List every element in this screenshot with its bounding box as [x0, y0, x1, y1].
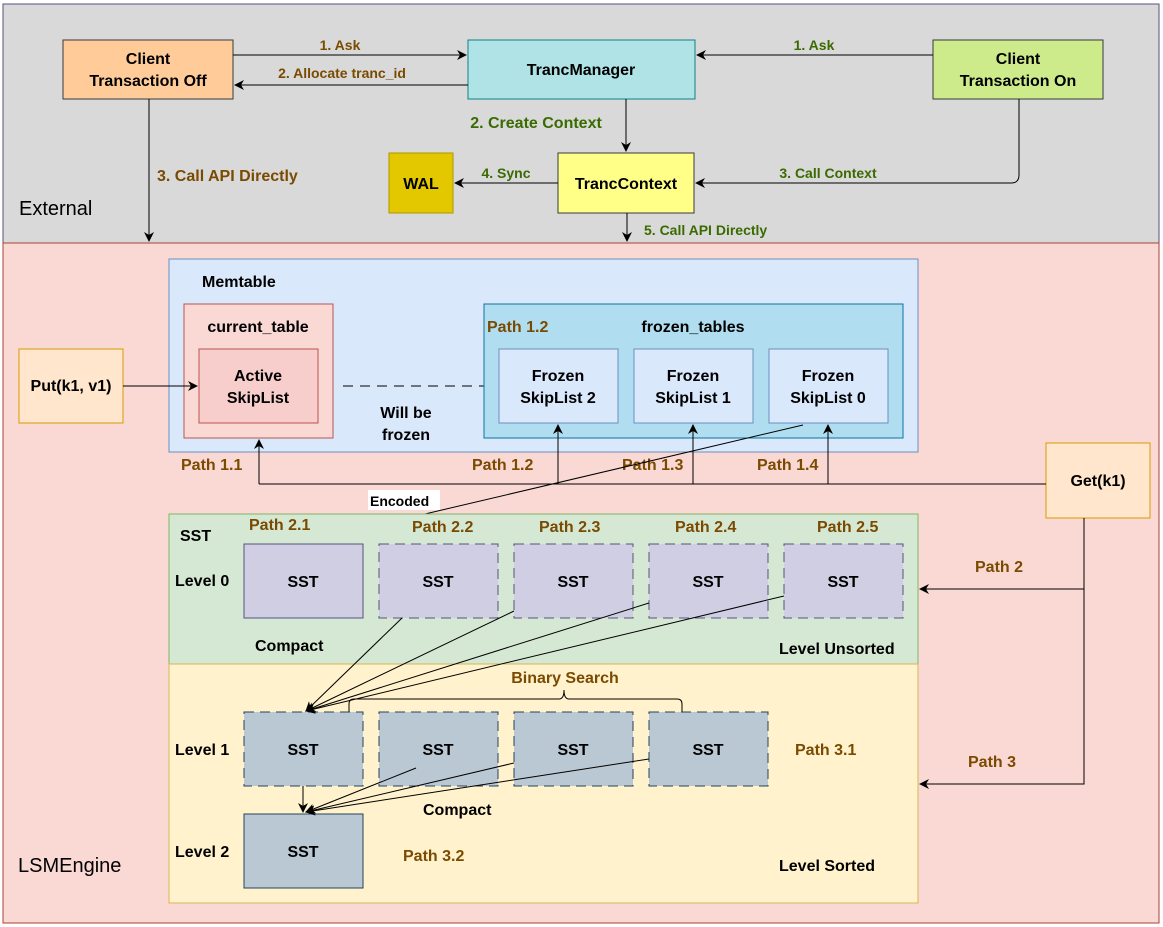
level0-label: Level 0: [175, 573, 229, 590]
edge-label-create-context: 2. Create Context: [470, 115, 602, 132]
active-skiplist-node[interactable]: Active SkipList: [198, 348, 319, 424]
put-operation-node[interactable]: Put(k1, v1): [18, 348, 124, 424]
sst-level0-4[interactable]: SST: [783, 543, 904, 619]
binary-search-brace: [348, 689, 683, 712]
sst-label: SST: [827, 574, 858, 591]
edge-call-context: [695, 99, 1020, 188]
sst-label: SST: [692, 574, 723, 591]
sst-label: SST: [557, 742, 588, 759]
will-be-frozen-line2: frozen: [382, 427, 430, 444]
edge-compact-l1-3: [305, 758, 650, 816]
sst-label: SST: [287, 844, 318, 861]
active-skiplist-line1: Active: [234, 368, 282, 385]
edge-compact-l0-1: [305, 617, 403, 712]
sst-label: SST: [287, 742, 318, 759]
wal-label: WAL: [403, 176, 439, 193]
active-skiplist-line2: SkipList: [227, 390, 290, 407]
frozen-1-line2: SkipList 1: [655, 390, 731, 407]
wal-node[interactable]: WAL: [388, 152, 454, 214]
path-2-label: Path 2: [975, 559, 1023, 576]
sst-level1-0[interactable]: SST: [243, 711, 364, 787]
frozen-0-line2: SkipList 0: [790, 390, 866, 407]
frozen-skiplist-2-node[interactable]: Frozen SkipList 2: [498, 348, 619, 424]
encoded-label: Encoded: [370, 493, 429, 509]
frozen-2-line1: Frozen: [532, 368, 584, 385]
put-label: Put(k1, v1): [31, 378, 112, 395]
frozen-1-line1: Frozen: [667, 368, 719, 385]
frozen-0-line1: Frozen: [802, 368, 854, 385]
lsm-engine-region-label: LSMEngine: [18, 855, 121, 877]
client-transaction-off-node[interactable]: Client Transaction Off: [62, 39, 234, 100]
level2-label: Level 2: [175, 844, 229, 861]
get-operation-node[interactable]: Get(k1): [1045, 442, 1151, 519]
client-transaction-on-node[interactable]: Client Transaction On: [932, 39, 1104, 100]
path-2-1-label: Path 2.1: [249, 517, 310, 534]
sst-level1-3[interactable]: SST: [648, 711, 769, 787]
sst-level0-3[interactable]: SST: [648, 543, 769, 619]
path-2-5-label: Path 2.5: [817, 519, 878, 536]
binary-search-label: Binary Search: [511, 670, 619, 687]
sst-label: SST: [692, 742, 723, 759]
level1-label: Level 1: [175, 742, 229, 759]
edge-compact-l1-1: [305, 767, 417, 814]
tranc-context-label: TrancContext: [575, 176, 678, 193]
path-1-2-label: Path 1.2: [472, 457, 533, 474]
memtable-title: Memtable: [202, 274, 276, 291]
compact-bottom-label: Compact: [423, 802, 492, 819]
edge-compact-l1-2: [305, 762, 515, 815]
compact-top-label: Compact: [255, 638, 324, 655]
tranc-context-node[interactable]: TrancContext: [557, 152, 695, 214]
path-3-2-label: Path 3.2: [403, 848, 464, 865]
path-1-3-label: Path 1.3: [622, 457, 683, 474]
edge-compact-l0-2: [305, 610, 515, 712]
level-unsorted-label: Level Unsorted: [779, 641, 895, 658]
client-off-line2: Transaction Off: [89, 73, 207, 90]
edge-label-call-api-ctx: 5. Call API Directly: [644, 222, 767, 238]
edge-label-ask-left: 1. Ask: [320, 37, 361, 53]
path-2-2-label: Path 2.2: [412, 519, 473, 536]
path-3-1-label: Path 3.1: [795, 742, 856, 759]
edge-label-ask-right: 1. Ask: [794, 37, 835, 53]
sst-level2-0[interactable]: SST: [243, 813, 364, 889]
encoded-label-bg: [368, 490, 440, 510]
frozen-skiplist-1-node[interactable]: Frozen SkipList 1: [633, 348, 754, 424]
path-3-label: Path 3: [968, 754, 1016, 771]
path-1-1-label: Path 1.1: [181, 457, 242, 474]
frozen-2-line2: SkipList 2: [520, 390, 596, 407]
frozen-group-path-label: Path 1.2: [487, 319, 548, 336]
sst-level1-2[interactable]: SST: [513, 711, 634, 787]
get-label: Get(k1): [1070, 473, 1125, 490]
client-on-line2: Transaction On: [960, 73, 1076, 90]
will-be-frozen-line1: Will be: [380, 405, 432, 422]
sst-level1-1[interactable]: SST: [378, 711, 499, 787]
tranc-manager-node[interactable]: TrancManager: [467, 39, 696, 100]
frozen-tables-label: frozen_tables: [641, 319, 744, 336]
edge-label-allocate: 2. Allocate tranc_id: [278, 65, 406, 81]
current-table-label: current_table: [207, 319, 308, 336]
sst-label: SST: [422, 574, 453, 591]
path-2-3-label: Path 2.3: [539, 519, 600, 536]
sst-title: SST: [180, 528, 211, 545]
sst-level0-2[interactable]: SST: [513, 543, 634, 619]
edge-label-sync: 4. Sync: [481, 165, 530, 181]
edge-compact-l0-3: [305, 602, 650, 714]
edge-compact-l0-4: [305, 595, 785, 714]
edge-label-call-context: 3. Call Context: [779, 165, 877, 181]
client-on-line1: Client: [996, 51, 1041, 68]
edge-path-3: [919, 589, 1085, 789]
edge-label-call-api-off: 3. Call API Directly: [157, 168, 298, 185]
path-2-4-label: Path 2.4: [675, 519, 736, 536]
client-off-line1: Client: [126, 51, 171, 68]
sst-label: SST: [287, 574, 318, 591]
frozen-skiplist-0-node[interactable]: Frozen SkipList 0: [768, 348, 889, 424]
external-region-label: External: [19, 198, 92, 220]
level-sorted-label: Level Sorted: [779, 858, 875, 875]
sst-label: SST: [557, 574, 588, 591]
sst-level0-1[interactable]: SST: [378, 543, 499, 619]
sst-level0-0[interactable]: SST: [243, 543, 364, 619]
tranc-manager-label: TrancManager: [527, 62, 635, 79]
sst-label: SST: [422, 742, 453, 759]
path-1-4-label: Path 1.4: [757, 457, 818, 474]
